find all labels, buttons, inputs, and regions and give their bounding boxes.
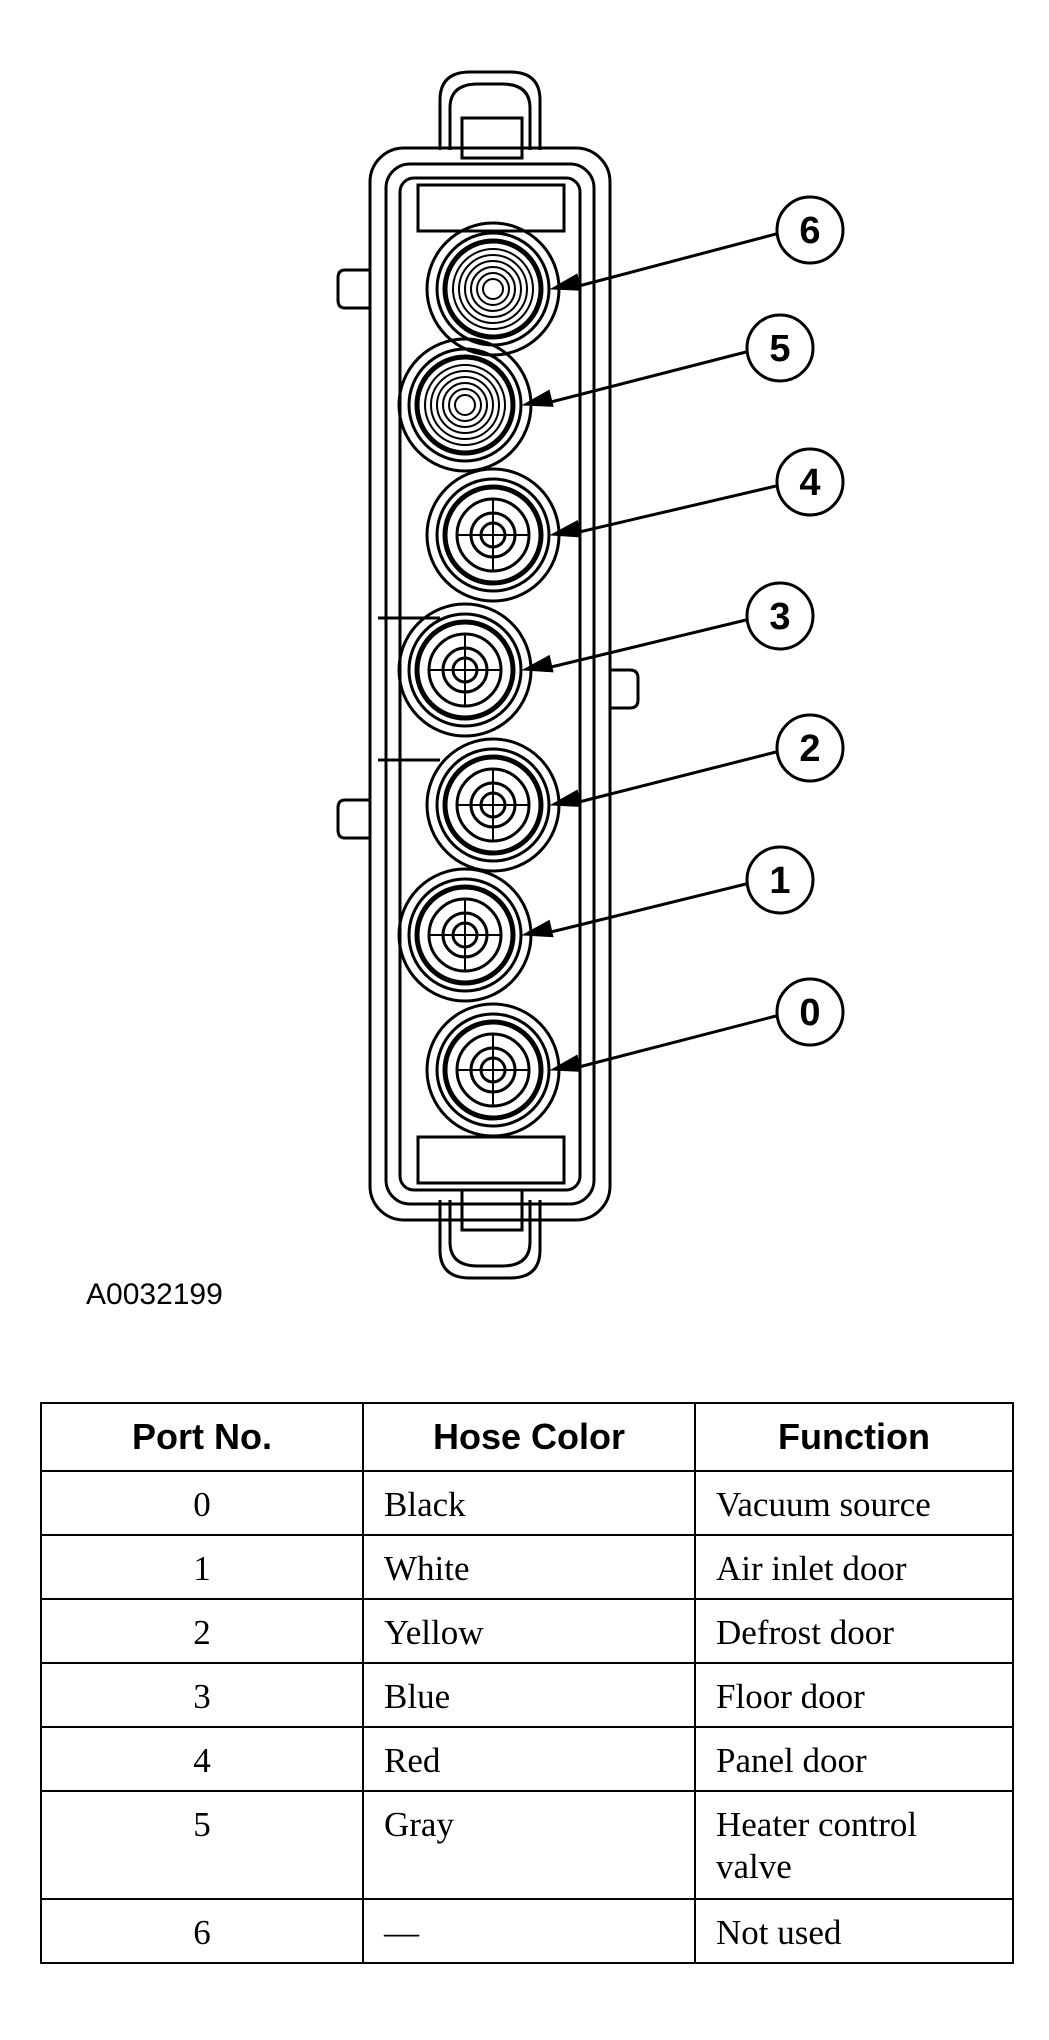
callout-circle (745, 845, 815, 915)
table-header-row: Port No. Hose Color Function (40, 1402, 1014, 1472)
hose-color: Red (362, 1726, 696, 1792)
port-function: Air inlet door (694, 1534, 1014, 1600)
port-number: 5 (40, 1790, 364, 1900)
port-function: Defrost door (694, 1598, 1014, 1664)
callout-circle (745, 313, 815, 383)
port-callout: 2 (549, 713, 845, 807)
vacuum-port-table: Port No. Hose Color Function 0 Black Vac… (40, 1402, 1014, 1964)
port-function: Vacuum source (694, 1470, 1014, 1536)
callout-circle (775, 977, 845, 1047)
vacuum-connector-diagram: 6 5 4 3 2 1 0 (336, 70, 845, 1280)
table-row: 1 White Air inlet door (40, 1534, 1014, 1600)
port-number: 4 (40, 1726, 364, 1792)
callout-number: 1 (769, 860, 790, 902)
vacuum-port (397, 867, 533, 1003)
vacuum-port (425, 1002, 561, 1138)
callout-circle (775, 195, 845, 265)
port-number: 1 (40, 1534, 364, 1600)
port-function: Heater control valve (694, 1790, 1014, 1900)
port-callout: 3 (521, 581, 815, 673)
header-port-no: Port No. (40, 1402, 364, 1472)
port-callout: 0 (549, 977, 845, 1072)
callout-group: 6 5 4 3 2 1 0 (521, 195, 845, 1072)
figure-id: A0032199 (86, 1278, 223, 1311)
callout-number: 6 (799, 210, 820, 252)
callout-number: 4 (799, 462, 820, 504)
table-row: 2 Yellow Defrost door (40, 1598, 1014, 1664)
port-number: 6 (40, 1898, 364, 1964)
vacuum-port (425, 467, 561, 603)
port-callout: 6 (549, 195, 845, 291)
hose-color: — (362, 1898, 696, 1964)
port-callout: 1 (521, 845, 815, 938)
port-number: 3 (40, 1662, 364, 1728)
hose-color: Gray (362, 1790, 696, 1900)
callout-number: 0 (799, 992, 820, 1034)
port-function: Floor door (694, 1662, 1014, 1728)
port-callout: 5 (521, 313, 815, 407)
table-row: 0 Black Vacuum source (40, 1470, 1014, 1536)
table-row: 5 Gray Heater control valve (40, 1790, 1014, 1900)
callout-number: 5 (769, 328, 790, 370)
callout-circle (745, 581, 815, 651)
port-callout: 4 (549, 447, 845, 538)
table-row: 4 Red Panel door (40, 1726, 1014, 1792)
vacuum-port (397, 337, 533, 473)
header-hose-color: Hose Color (362, 1402, 696, 1472)
port-group (397, 221, 561, 1138)
port-function: Not used (694, 1898, 1014, 1964)
hose-color: Black (362, 1470, 696, 1536)
vacuum-port (397, 602, 533, 738)
vacuum-port (425, 737, 561, 873)
header-function: Function (694, 1402, 1014, 1472)
callout-number: 3 (769, 596, 790, 638)
hose-color: White (362, 1534, 696, 1600)
hose-color: Yellow (362, 1598, 696, 1664)
callout-circle (775, 447, 845, 517)
connector-body (336, 70, 640, 1280)
hose-color: Blue (362, 1662, 696, 1728)
port-number: 0 (40, 1470, 364, 1536)
port-number: 2 (40, 1598, 364, 1664)
port-function: Panel door (694, 1726, 1014, 1792)
callout-circle (775, 713, 845, 783)
table-row: 3 Blue Floor door (40, 1662, 1014, 1728)
callout-number: 2 (799, 728, 820, 770)
vacuum-port (425, 221, 561, 357)
table-row: 6 — Not used (40, 1898, 1014, 1964)
